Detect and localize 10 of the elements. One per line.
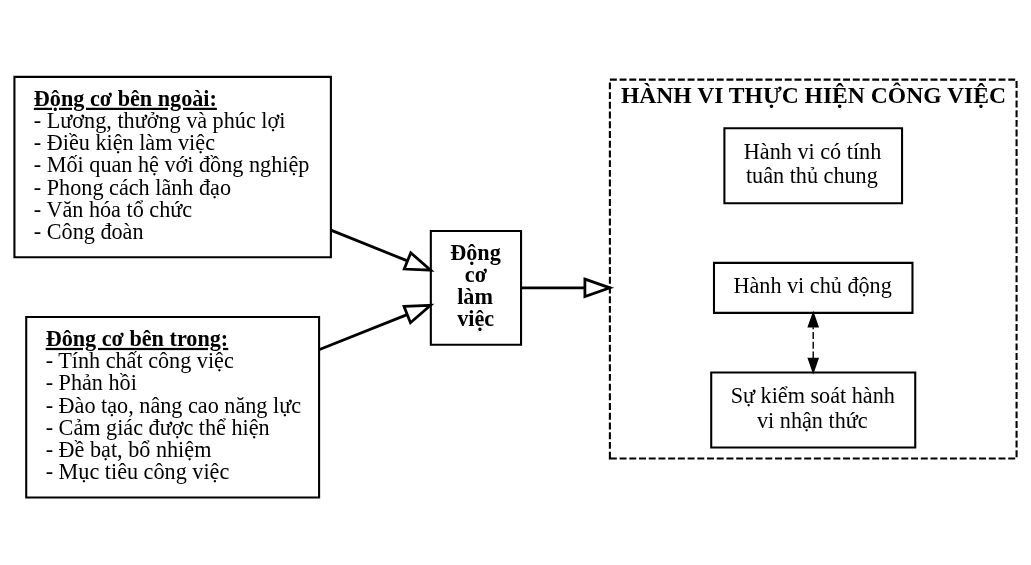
node-box: Sự kiểm soát hành vi nhận thức (710, 371, 917, 449)
node-box: Đông cơ bên trong: - Tính chất công việc - Phản hồi - Đào tạo, nâng cao năng lực - Cảm giác được thể hiện - Đề bạt, bổ nhiệm - Mục tiêu công việc (25, 315, 321, 498)
node-box: Hành vi chủ động (712, 261, 914, 314)
arrow (330, 228, 435, 272)
node-box: Động cơ bên ngoài: - Lương, thưởng và phúc lợi - Điều kiện làm việc - Mối quan hệ với đồng nghiệp - Phong cách lãnh đạo - Văn hóa tổ chức - Công đoàn (13, 75, 332, 258)
arrow (521, 276, 615, 299)
node-box: Hành vi có tính tuân thủ chung (723, 126, 904, 204)
arrow (807, 310, 820, 374)
node-box: Động cơ làm việc (429, 229, 523, 346)
arrow (318, 303, 435, 351)
